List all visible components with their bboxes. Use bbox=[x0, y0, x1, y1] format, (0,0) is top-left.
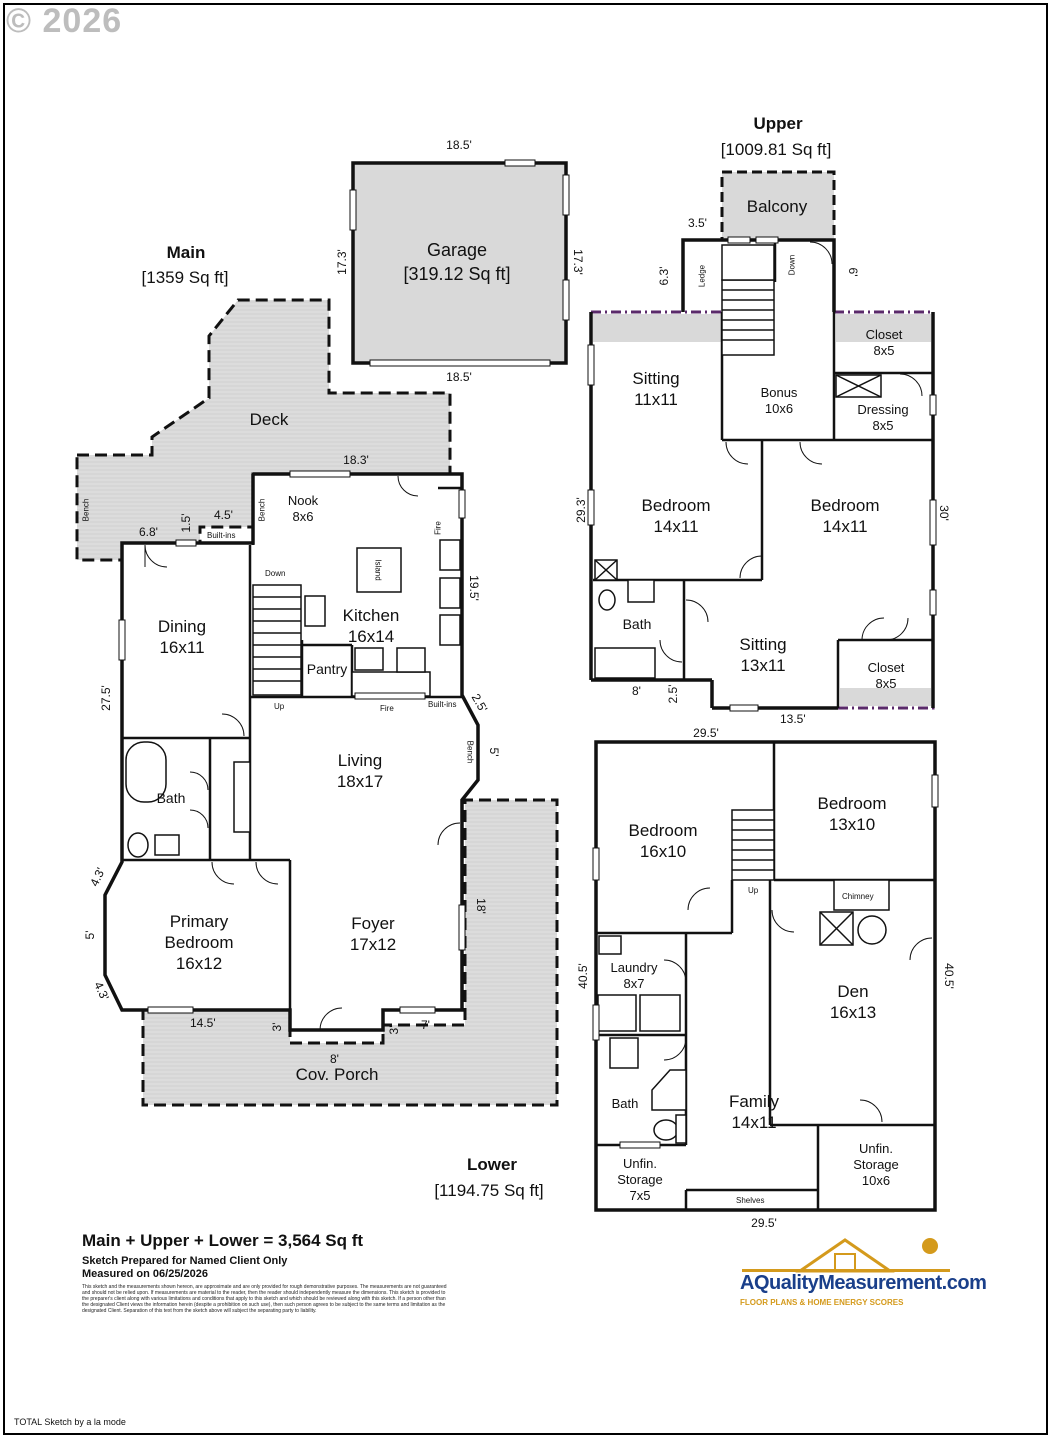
upper-stairs bbox=[721, 244, 775, 356]
main-area: [1359 Sq ft] bbox=[141, 268, 229, 287]
main-outline bbox=[103, 472, 480, 1032]
company-logo: AQualityMeasurement.com FLOOR PLANS & HO… bbox=[740, 1236, 987, 1316]
garage-dim-top: 18.5' bbox=[446, 138, 472, 152]
total-area-summary: Main + Upper + Lower = 3,564 Sq ft bbox=[82, 1231, 364, 1250]
upper-title: Upper bbox=[753, 114, 803, 133]
upper-dim-6-3: 6.3' bbox=[657, 266, 671, 286]
disclaimer-text: This sketch and the measurements shown h… bbox=[82, 1284, 447, 1314]
garage-dim-left: 17.3' bbox=[335, 249, 349, 275]
prepared-note: Sketch Prepared for Named Client Only bbox=[82, 1255, 288, 1267]
builtins-label-1: Built-ins bbox=[207, 531, 236, 540]
upper-area: [1009.81 Sq ft] bbox=[720, 140, 832, 159]
upper-bath-label: Bath bbox=[622, 616, 652, 632]
dim-4-5: 4.5' bbox=[214, 508, 233, 522]
bench-label-1: Bench bbox=[81, 498, 91, 522]
chimney-label: Chimney bbox=[842, 892, 874, 901]
upper-dim-6: 6' bbox=[846, 267, 860, 277]
pantry-label: Pantry bbox=[306, 661, 348, 677]
lower-dim-bottom: 29.5' bbox=[751, 1216, 777, 1230]
balcony-area bbox=[720, 170, 836, 242]
deck-label: Deck bbox=[249, 410, 289, 429]
lower-title: Lower bbox=[466, 1155, 518, 1174]
garage-dim-right: 17.3' bbox=[571, 249, 585, 275]
dim-18-3: 18.3' bbox=[343, 453, 369, 467]
porch-area bbox=[141, 798, 559, 1107]
shelves-label: Shelves bbox=[736, 1196, 765, 1205]
measured-date: Measured on 06/25/2026 bbox=[82, 1268, 208, 1280]
upper-dim-2-5: 2.5' bbox=[666, 684, 680, 704]
main-stairs bbox=[252, 584, 302, 696]
fire-label-1: Fire bbox=[433, 521, 443, 535]
upper-down-label: Down bbox=[787, 254, 797, 276]
dim-19-5: 19.5' bbox=[467, 575, 481, 601]
dim-27-5: 27.5' bbox=[99, 685, 113, 711]
builtins-label-2: Built-ins bbox=[428, 700, 457, 709]
main-title: Main bbox=[166, 243, 206, 262]
dim-5-a: 5' bbox=[487, 747, 501, 757]
main-down-label: Down bbox=[265, 569, 286, 578]
dim-6-8: 6.8' bbox=[139, 525, 158, 539]
garage-label: Garage[319.12 Sq ft] bbox=[403, 240, 511, 284]
upper-dim-8: 8' bbox=[632, 684, 641, 698]
porch-label: Cov. Porch bbox=[295, 1065, 379, 1084]
dim-7: 7' bbox=[421, 1018, 430, 1032]
lower-dim-top: 29.5' bbox=[693, 726, 719, 740]
island-label: Island bbox=[373, 559, 383, 581]
dim-5-b: 5' bbox=[83, 930, 97, 940]
dim-3-a: 3' bbox=[270, 1022, 284, 1032]
upper-dim-3-5: 3.5' bbox=[688, 216, 707, 230]
lower-dim-right: 40.5' bbox=[942, 963, 956, 989]
page-border bbox=[3, 3, 1048, 1435]
dim-18: 18' bbox=[474, 898, 488, 914]
lower-dim-left: 40.5' bbox=[576, 963, 590, 989]
logo-name: AQualityMeasurement.com bbox=[740, 1272, 987, 1294]
island-counter bbox=[356, 547, 402, 593]
software-credit: TOTAL Sketch by a la mode bbox=[14, 1417, 126, 1427]
bench-label-2: Bench bbox=[257, 498, 267, 522]
upper-dim-29-3: 29.3' bbox=[574, 497, 588, 523]
ledge-label: Ledge bbox=[697, 264, 707, 288]
dim-3-b: 3' bbox=[387, 1025, 401, 1035]
lower-up-label: Up bbox=[748, 886, 759, 895]
bench-label-3: Bench bbox=[465, 740, 475, 764]
logo-tagline: FLOOR PLANS & HOME ENERGY SCORES bbox=[740, 1298, 904, 1307]
garage-dim-bottom: 18.5' bbox=[446, 370, 472, 384]
dim-1-5: 1.5' bbox=[179, 513, 193, 533]
balcony-label: Balcony bbox=[746, 197, 808, 216]
upper-dim-30: 30' bbox=[937, 505, 951, 521]
fire-label-2: Fire bbox=[380, 704, 394, 713]
lower-bath-label: Bath bbox=[611, 1096, 639, 1111]
dim-14-5: 14.5' bbox=[190, 1016, 216, 1030]
lower-stairs bbox=[731, 809, 775, 881]
lower-area: [1194.75 Sq ft] bbox=[434, 1181, 544, 1200]
dim-8: 8' bbox=[330, 1052, 339, 1066]
upper-dim-13-5: 13.5' bbox=[780, 712, 806, 726]
deck-area bbox=[75, 298, 452, 562]
main-up-label: Up bbox=[274, 702, 285, 711]
copyright-watermark: © 2026 bbox=[6, 2, 123, 40]
main-bath-label: Bath bbox=[156, 790, 186, 806]
